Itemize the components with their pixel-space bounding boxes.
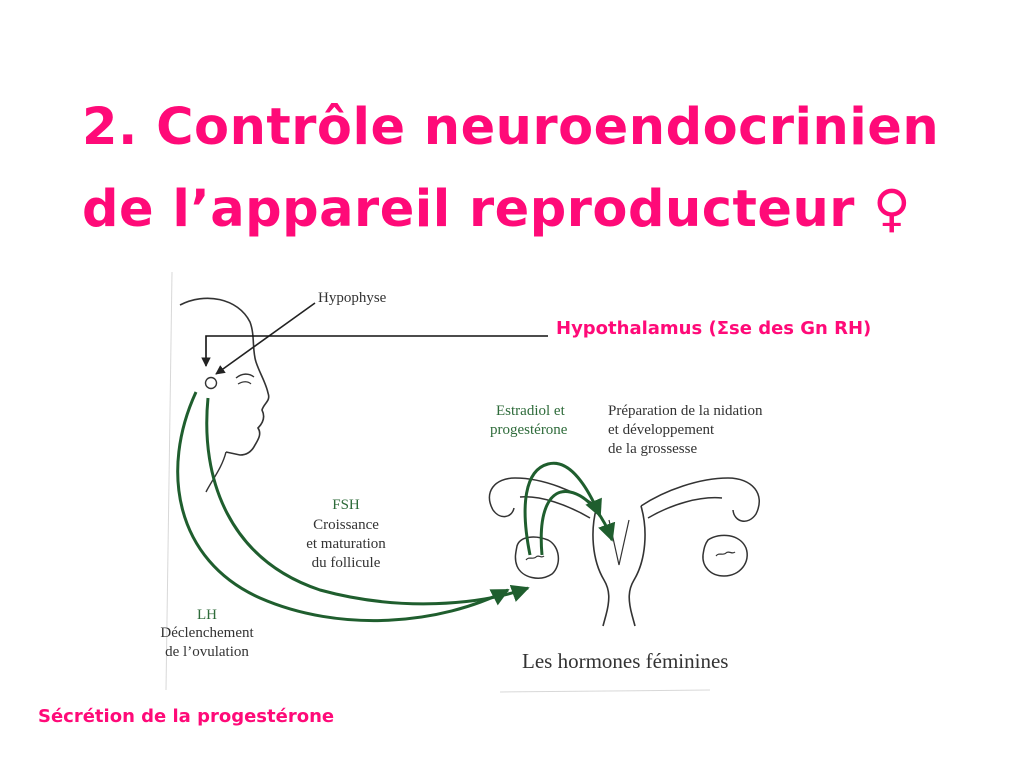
slide-title-line-2: de l’appareil reproducteur ♀ <box>82 180 912 239</box>
uterus-body-outline <box>592 505 646 627</box>
hypothalamus-connector <box>201 335 548 367</box>
estradiol-arrow-2 <box>539 490 616 556</box>
fsh-label: FSH <box>332 497 360 513</box>
estradiol-arrow-1 <box>523 461 602 556</box>
uterus-inner-outline <box>608 519 630 566</box>
ovary-right-follicle <box>715 551 736 557</box>
hypophyse-pointer-arrow <box>215 302 316 375</box>
eye-lash <box>235 373 255 379</box>
fsh-arrow <box>205 397 530 606</box>
ovary-left-follicle <box>525 555 545 561</box>
preparation-label-line-2: et développement <box>608 422 715 438</box>
frame-edge-bottom <box>499 689 711 693</box>
secretion-label: Sécrétion de la progestérone <box>38 706 335 727</box>
hypothalamus-label: Hypothalamus (Σse des Gn RH) <box>556 318 872 339</box>
hypophyse-label: Hypophyse <box>318 290 387 306</box>
head-jaw-line <box>205 451 227 493</box>
diagram-caption: Les hormones féminines <box>522 649 728 673</box>
eye <box>237 381 252 385</box>
estradiol-label-line-1: Estradiol et <box>496 403 566 419</box>
frame-edge-left <box>165 271 173 691</box>
fsh-desc-line-2: et maturation <box>306 536 386 552</box>
preparation-label-line-1: Préparation de la nidation <box>608 403 763 419</box>
lh-desc-line-1: Déclenchement <box>160 625 254 641</box>
hypophyse-gland <box>204 376 218 390</box>
fallopian-tube-right <box>640 477 761 522</box>
ovary-right <box>702 534 748 577</box>
lh-label: LH <box>197 607 217 623</box>
lh-desc-line-2: de l’ovulation <box>165 644 249 660</box>
estradiol-label-line-2: progestérone <box>490 422 568 438</box>
fsh-desc-line-3: du follicule <box>312 555 381 571</box>
slide-title-line-1: 2. Contrôle neuroendocrinien <box>82 98 940 157</box>
ovary-left <box>514 536 560 579</box>
head-profile-outline <box>179 297 270 456</box>
lh-arrow <box>176 391 510 623</box>
preparation-label-line-3: de la grossesse <box>608 441 697 457</box>
fsh-desc-line-1: Croissance <box>313 517 379 533</box>
